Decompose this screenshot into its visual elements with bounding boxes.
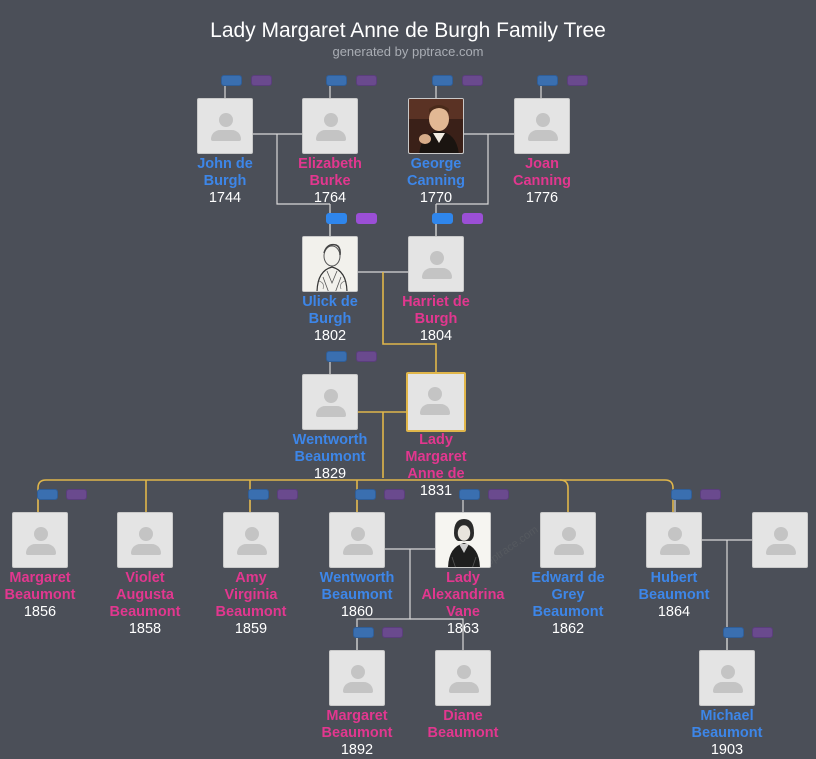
- mother-toggle-icon[interactable]: [251, 75, 272, 86]
- person-silhouette-icon: [12, 512, 68, 568]
- highlight-ancestor-line: [382, 272, 437, 374]
- mother-toggle-icon[interactable]: [462, 213, 483, 224]
- father-toggle-icon[interactable]: [221, 75, 242, 86]
- person-silhouette-icon: [646, 512, 702, 568]
- person-silhouette-icon: [699, 650, 755, 706]
- mother-toggle-icon[interactable]: [462, 75, 483, 86]
- person-silhouette-icon: [197, 98, 253, 154]
- father-toggle-icon[interactable]: [432, 75, 453, 86]
- mother-toggle-icon[interactable]: [700, 489, 721, 500]
- birth-year: 1831: [419, 483, 453, 499]
- couple-drop-line: [436, 134, 489, 205]
- mother-toggle-icon[interactable]: [66, 489, 87, 500]
- birth-year: 1903: [710, 742, 744, 758]
- birth-year: 1764: [313, 190, 347, 206]
- birth-year: 1802: [313, 328, 347, 344]
- page-subtitle: generated by pptrace.com: [332, 44, 484, 59]
- father-toggle-icon[interactable]: [355, 489, 376, 500]
- mother-toggle-icon[interactable]: [356, 351, 377, 362]
- person-silhouette-icon: [514, 98, 570, 154]
- person-silhouette-icon: [329, 650, 385, 706]
- birth-year: 1770: [419, 190, 453, 206]
- portrait-engraving: [435, 512, 491, 568]
- birth-year: 1859: [234, 621, 268, 637]
- mother-toggle-icon[interactable]: [277, 489, 298, 500]
- person-silhouette-icon: [302, 374, 358, 430]
- birth-year: 1829: [313, 466, 347, 482]
- mother-toggle-icon[interactable]: [752, 627, 773, 638]
- birth-year: 1892: [340, 742, 374, 758]
- portrait-engraving: [302, 236, 358, 292]
- portrait-photo: [408, 98, 464, 154]
- father-toggle-icon[interactable]: [459, 489, 480, 500]
- birth-year: 1860: [340, 604, 374, 620]
- mother-toggle-icon[interactable]: [356, 213, 377, 224]
- birth-year: 1863: [446, 621, 480, 637]
- father-toggle-icon[interactable]: [723, 627, 744, 638]
- father-toggle-icon[interactable]: [671, 489, 692, 500]
- father-toggle-icon[interactable]: [326, 213, 347, 224]
- birth-year: 1776: [525, 190, 559, 206]
- mother-toggle-icon[interactable]: [356, 75, 377, 86]
- person-silhouette-icon: [329, 512, 385, 568]
- mother-toggle-icon[interactable]: [384, 489, 405, 500]
- birth-year: 1856: [23, 604, 57, 620]
- father-toggle-icon[interactable]: [37, 489, 58, 500]
- birth-year: 1744: [208, 190, 242, 206]
- father-toggle-icon[interactable]: [248, 489, 269, 500]
- person-silhouette-icon: [408, 236, 464, 292]
- father-toggle-icon[interactable]: [537, 75, 558, 86]
- person-silhouette-icon: [540, 512, 596, 568]
- person-silhouette-icon: [223, 512, 279, 568]
- birth-year: 1862: [551, 621, 585, 637]
- mother-toggle-icon[interactable]: [488, 489, 509, 500]
- couple-drop-line: [276, 134, 330, 205]
- birth-year: 1858: [128, 621, 162, 637]
- birth-year: 1804: [419, 328, 453, 344]
- mother-toggle-icon[interactable]: [567, 75, 588, 86]
- mother-toggle-icon[interactable]: [382, 627, 403, 638]
- person-silhouette-icon: [435, 650, 491, 706]
- father-toggle-icon[interactable]: [326, 75, 347, 86]
- person-silhouette-icon: [302, 98, 358, 154]
- person-silhouette-icon: [406, 372, 466, 432]
- page-title: Lady Margaret Anne de Burgh Family Tree: [210, 19, 606, 42]
- person-silhouette-icon: [117, 512, 173, 568]
- father-toggle-icon[interactable]: [432, 213, 453, 224]
- father-toggle-icon[interactable]: [353, 627, 374, 638]
- birth-year: 1864: [657, 604, 691, 620]
- father-toggle-icon[interactable]: [326, 351, 347, 362]
- person-silhouette-icon: [752, 512, 808, 568]
